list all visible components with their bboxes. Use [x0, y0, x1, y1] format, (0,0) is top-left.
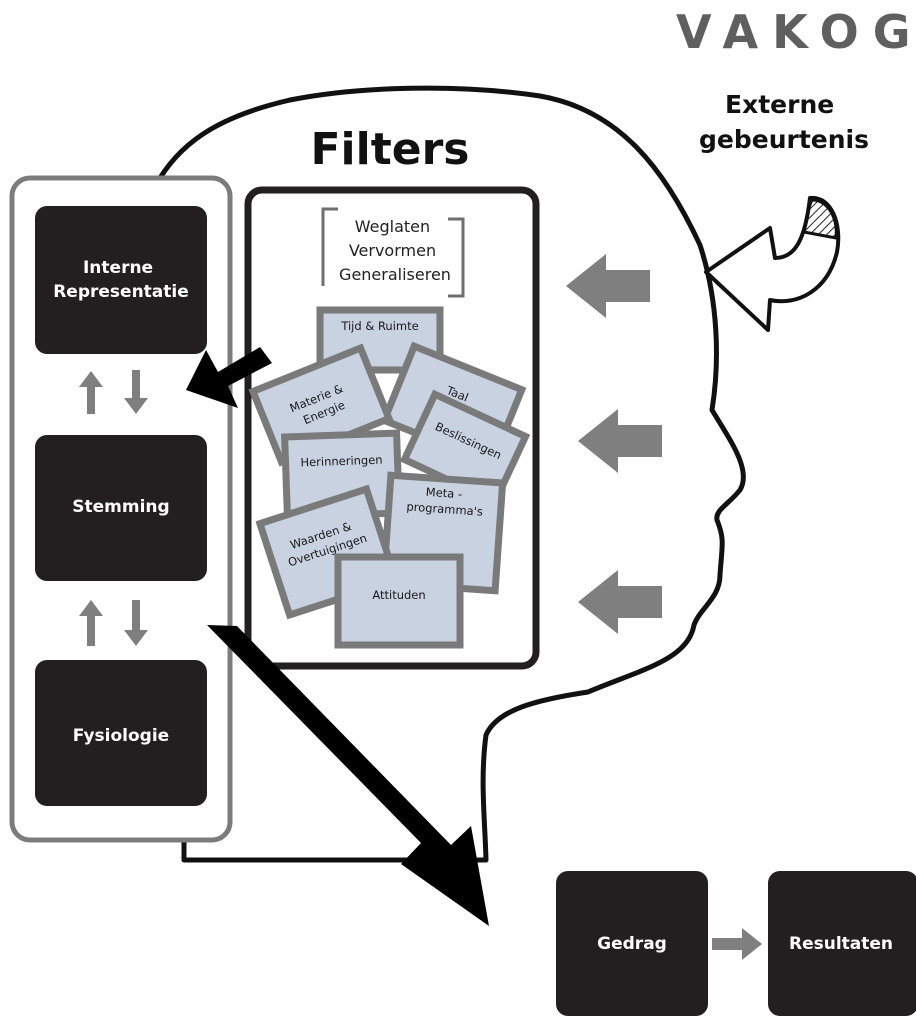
- results-box: [768, 871, 916, 1016]
- mood-box: [35, 435, 207, 581]
- incoming-arrow-middle-icon: [578, 409, 662, 473]
- arrow-up-icon: [79, 600, 103, 646]
- updown-arrows-lower: [79, 600, 148, 646]
- physiology-label: Fysiologie: [73, 726, 169, 746]
- filter-processes-list: Weglaten Vervormen Generaliseren: [339, 217, 451, 284]
- filter-card-attitudes: Attituden: [334, 553, 464, 649]
- filter-card-memories-label: Herinneringen: [300, 453, 383, 470]
- state-to-behavior-arrow-icon: [207, 625, 489, 926]
- mood-label: Stemming: [72, 497, 169, 517]
- filters-to-representation-arrow-icon: [186, 347, 272, 408]
- behavior-to-results-arrow-icon: [712, 928, 762, 960]
- arrow-down-icon: [124, 370, 148, 414]
- head-silhouette: [157, 85, 746, 863]
- external-event-label: Externe gebeurtenis: [699, 90, 869, 154]
- internal-representation-box: [35, 206, 207, 354]
- filters-title: Filters: [311, 124, 470, 175]
- brand-title: VAKOG: [676, 5, 916, 59]
- external-event-arrow-icon: [704, 195, 841, 332]
- internal-representation-label: Interne Representatie: [53, 258, 189, 302]
- behavior-label: Gedrag: [597, 934, 667, 954]
- updown-arrows-upper: [79, 370, 148, 414]
- incoming-arrow-top-icon: [566, 254, 650, 318]
- behavior-box: [556, 871, 708, 1016]
- incoming-arrow-bottom-icon: [578, 570, 662, 634]
- physiology-box: [35, 660, 207, 806]
- filter-card-time-space-label: Tijd & Ruimte: [340, 319, 418, 333]
- results-label: Resultaten: [789, 934, 893, 954]
- filter-card-meta-programs-label: Meta - programma's: [406, 483, 484, 518]
- filter-card-attitudes-label: Attituden: [372, 588, 425, 602]
- arrow-down-icon: [124, 600, 148, 646]
- filter-cards: Tijd & Ruimte Taal Materie & Energie Bes…: [248, 306, 531, 649]
- arrow-up-icon: [79, 371, 103, 414]
- incoming-arrows: [566, 254, 662, 634]
- filter-processes-bracket: [321, 207, 465, 298]
